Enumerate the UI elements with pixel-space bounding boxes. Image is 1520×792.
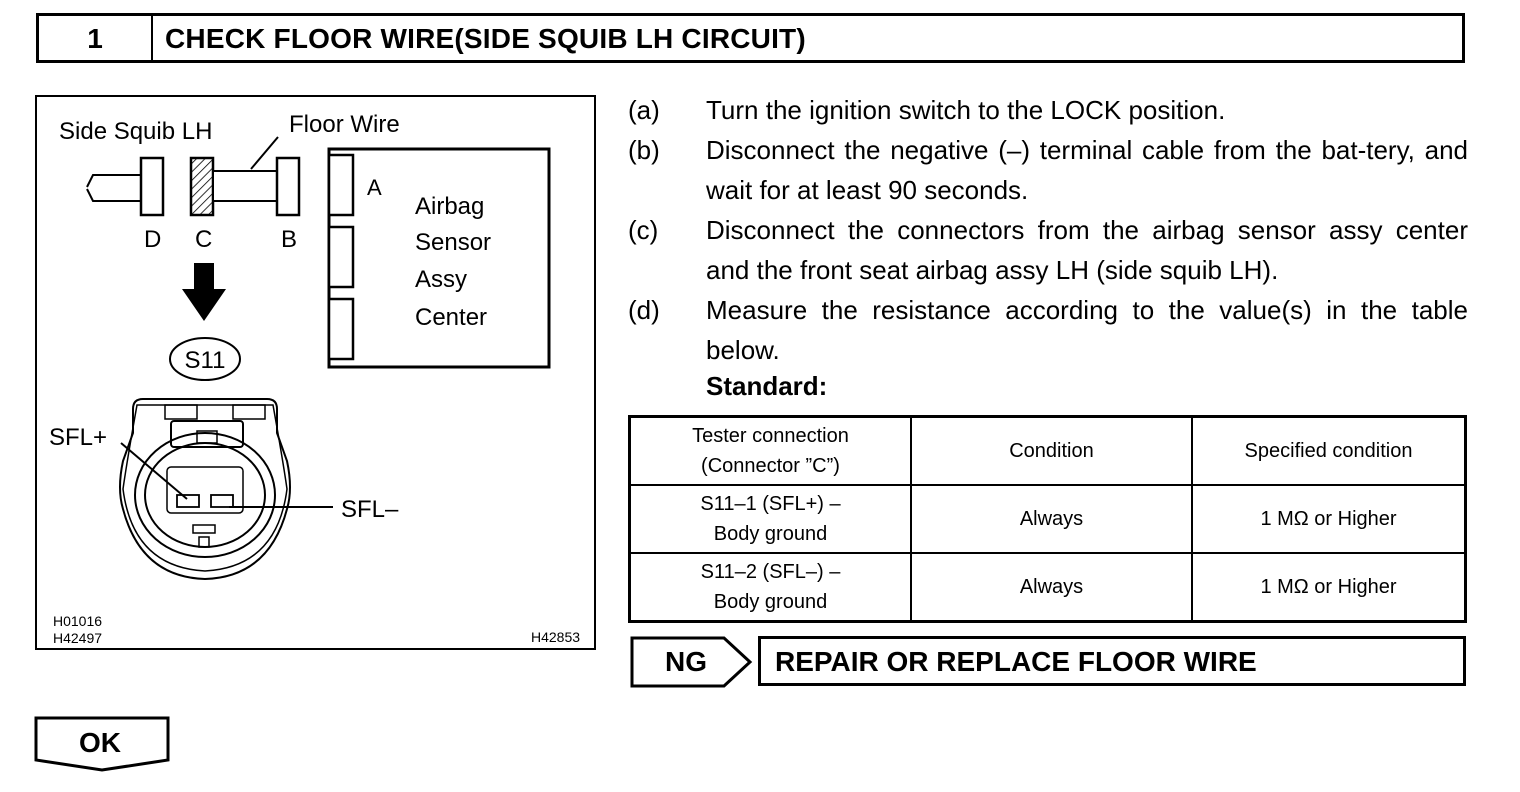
step-d: (d) Measure the resistance according to … [628, 290, 1468, 370]
ecu-label-2: Sensor [415, 229, 491, 256]
connector-face [119, 398, 291, 581]
figure-code-2: H42497 [53, 630, 102, 646]
ecu-label-3: Assy [415, 266, 467, 293]
table-cell: S11–2 (SFL–) – Body ground [628, 551, 912, 623]
ok-branch[interactable]: OK [34, 716, 174, 779]
wiring-diagram: Side Squib LH Floor Wire D C B A Airbag … [35, 95, 596, 650]
ok-label: OK [79, 727, 121, 758]
connector-id-label: S11 [185, 347, 226, 374]
table-cell: 1 MΩ or Higher [1191, 551, 1467, 623]
step-title: CHECK FLOOR WIRE(SIDE SQUIB LH CIRCUIT) [165, 23, 806, 54]
ecu-label-4: Center [415, 304, 487, 331]
connector-d [139, 156, 165, 217]
table-cell: 1 MΩ or Higher [1191, 484, 1467, 554]
airbag-sensor-ecu [327, 147, 551, 369]
ok-arrow-icon [34, 716, 170, 772]
connector-b-label: B [281, 226, 297, 253]
connector-a-label: A [367, 175, 382, 200]
figure-code-3: H42853 [531, 629, 580, 645]
ecu-connector-2 [327, 225, 355, 289]
step-a-text: Turn the ignition switch to the LOCK pos… [706, 95, 1226, 125]
table-cell: Always [910, 551, 1193, 623]
step-a: (a) Turn the ignition switch to the LOCK… [628, 90, 1468, 130]
ng-action: REPAIR OR REPLACE FLOOR WIRE [758, 636, 1466, 686]
step-header: 1 CHECK FLOOR WIRE(SIDE SQUIB LH CIRCUIT… [36, 13, 1465, 63]
step-d-label: (d) [628, 295, 660, 325]
table-cell: Always [910, 484, 1193, 554]
step-b-label: (b) [628, 135, 660, 165]
step-b-text: Disconnect the negative (–) terminal cab… [706, 135, 1468, 205]
step-number: 1 [39, 16, 153, 60]
sfl-minus-label: SFL– [341, 496, 399, 523]
connector-c [189, 156, 215, 217]
step-d-text: Measure the resistance according to the … [706, 295, 1468, 365]
connector-a [327, 153, 355, 217]
step-c-text: Disconnect the connectors from the airba… [706, 215, 1468, 285]
side-squib-lead [86, 174, 142, 202]
step-c: (c) Disconnect the connectors from the a… [628, 210, 1468, 290]
step-c-label: (c) [628, 215, 659, 245]
connector-b [275, 156, 301, 217]
procedure-steps: (a) Turn the ignition switch to the LOCK… [628, 90, 1468, 370]
floor-wire [212, 170, 278, 202]
ng-label: NG [665, 646, 707, 677]
step-a-label: (a) [628, 95, 660, 125]
floor-wire-label: Floor Wire [289, 111, 400, 138]
ng-arrow-icon [630, 636, 753, 688]
side-squib-label: Side Squib LH [59, 118, 212, 145]
resistance-table: Tester connection (Connector ”C”) Condit… [628, 415, 1467, 623]
table-header-cell: Tester connection (Connector ”C”) [628, 415, 912, 487]
sfl-plus-label: SFL+ [49, 424, 107, 451]
connector-d-label: D [144, 226, 161, 253]
floor-wire-leader [250, 136, 279, 170]
connector-id-oval [169, 337, 241, 381]
table-cell: S11–1 (SFL+) – Body ground [628, 484, 912, 554]
sfl-plus-leader [120, 442, 188, 500]
ng-branch[interactable]: NG [630, 636, 754, 693]
step-b: (b) Disconnect the negative (–) terminal… [628, 130, 1468, 210]
ecu-connector-3 [327, 297, 355, 361]
ecu-label-1: Airbag [415, 193, 484, 220]
figure-code-1: H01016 [53, 613, 102, 629]
connector-c-label: C [195, 226, 212, 253]
standard-label: Standard: [706, 371, 828, 401]
table-header-cell: Condition [910, 415, 1193, 487]
table-header-cell: Specified condition [1191, 415, 1467, 487]
table-row: S11–2 (SFL–) – Body ground Always 1 MΩ o… [628, 551, 1467, 623]
table-row: S11–1 (SFL+) – Body ground Always 1 MΩ o… [628, 484, 1467, 554]
down-arrow-icon [182, 263, 226, 321]
table-header-row: Tester connection (Connector ”C”) Condit… [628, 415, 1467, 487]
